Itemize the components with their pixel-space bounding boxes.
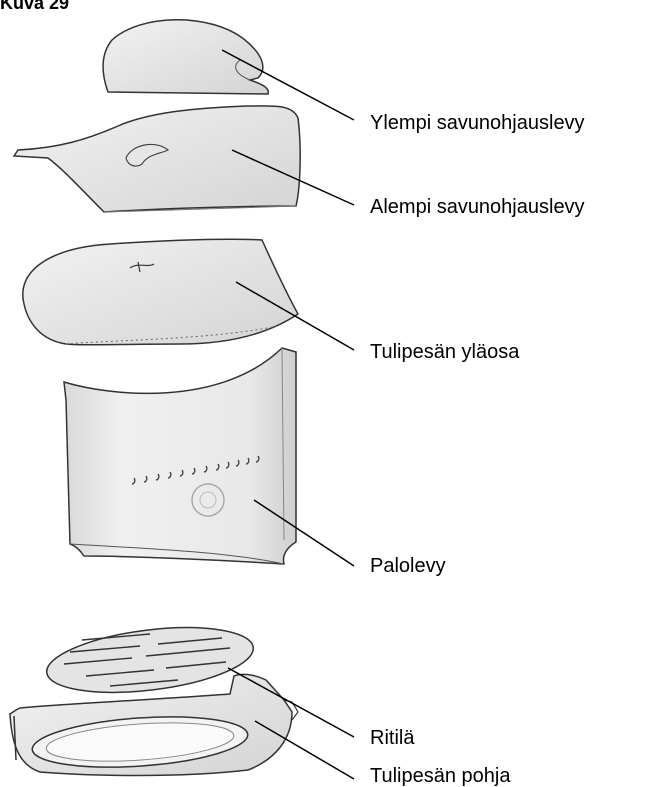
firebox-top (23, 239, 298, 345)
label-grate: Ritilä (370, 728, 414, 748)
label-fire-plate: Palolevy (370, 556, 446, 576)
label-firebox-base: Tulipesän pohja (370, 766, 510, 786)
label-lower-smoke-baffle: Alempi savunohjauslevy (370, 197, 585, 217)
grate (43, 618, 257, 703)
label-upper-smoke-baffle: Ylempi savunohjauslevy (370, 113, 585, 133)
upper-smoke-baffle (103, 20, 268, 94)
label-firebox-top: Tulipesän yläosa (370, 342, 519, 362)
lower-smoke-baffle (14, 106, 300, 212)
fire-plate (64, 348, 296, 564)
